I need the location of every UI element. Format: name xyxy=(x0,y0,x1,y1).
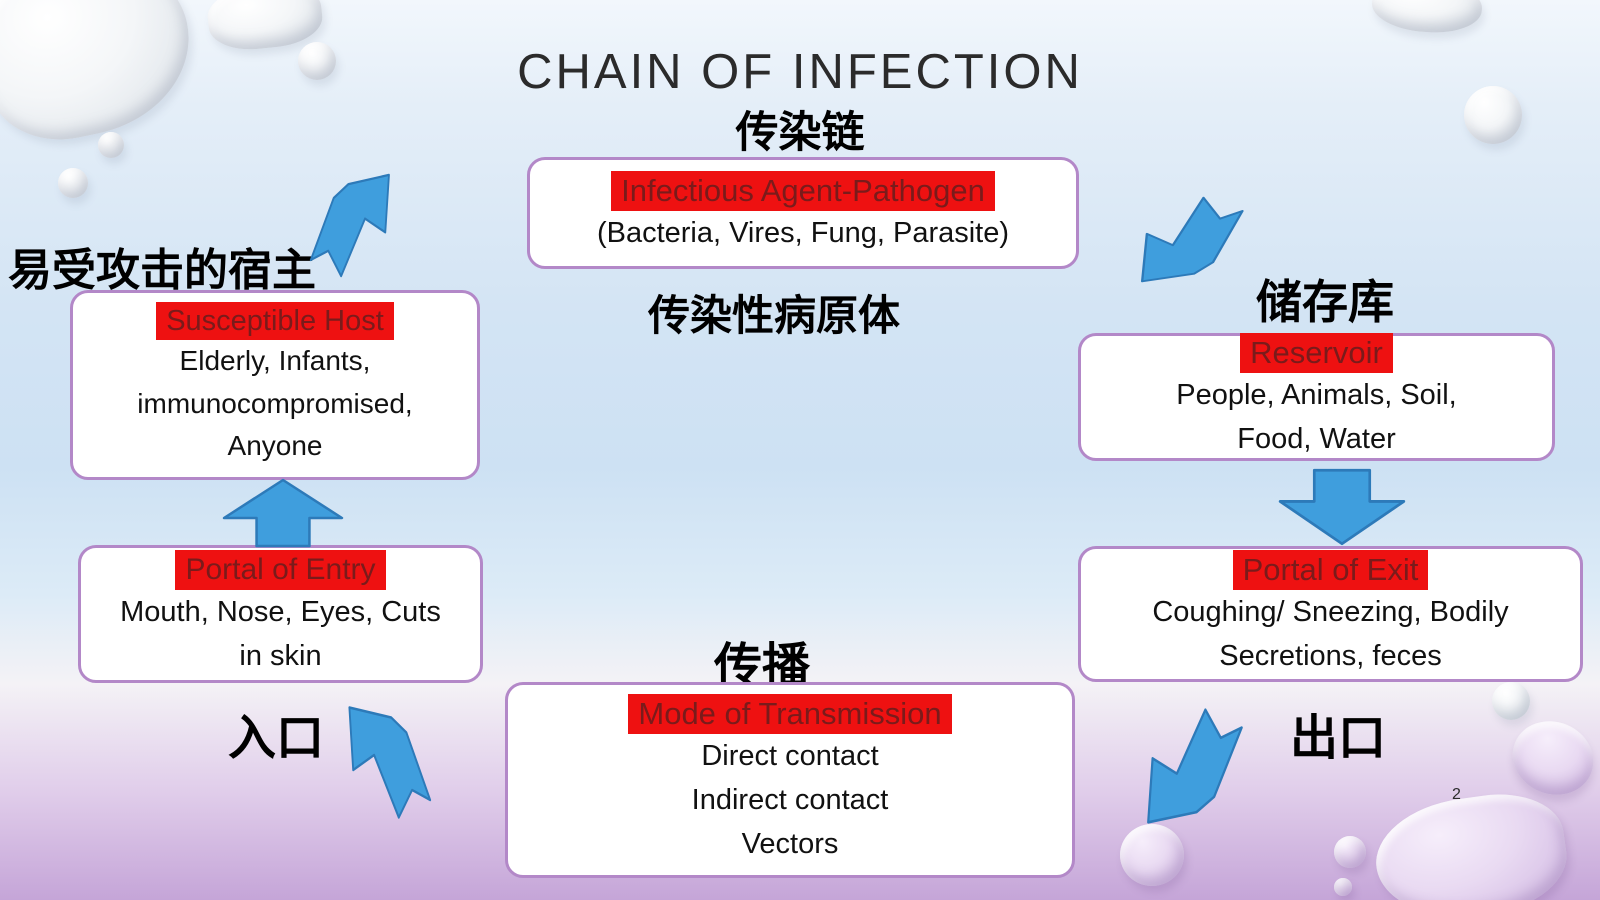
node-line: in skin xyxy=(239,639,322,672)
label-portal-of-exit-zh: 出口 xyxy=(1290,712,1387,765)
slide-title-zh: 传染链 xyxy=(735,109,865,157)
node-mode-of-transmission: Mode of Transmission Direct contact Indi… xyxy=(505,682,1075,878)
node-reservoir: Reservoir People, Animals, Soil, Food, W… xyxy=(1078,332,1555,461)
node-line: People, Animals, Soil, xyxy=(1176,379,1457,412)
node-title: Portal of Exit xyxy=(1232,549,1429,591)
arrow-transmission-to-entry-icon xyxy=(348,706,432,819)
node-line: Food, Water xyxy=(1237,423,1396,456)
water-droplet xyxy=(98,132,124,158)
label-reservoir-zh: 储存库 xyxy=(1256,276,1394,328)
water-droplet xyxy=(1370,0,1484,36)
node-line: Mouth, Nose, Eyes, Cuts xyxy=(120,595,441,628)
page-number: 2 xyxy=(1452,786,1461,803)
node-title: Mode of Transmission xyxy=(628,693,952,735)
node-title: Infectious Agent-Pathogen xyxy=(611,170,995,212)
node-line: immunocompromised, xyxy=(137,387,413,419)
label-infectious-agent-zh: 传染性病原体 xyxy=(648,292,901,339)
water-droplet xyxy=(1334,878,1352,896)
arrow-exit-to-transmission-icon xyxy=(1147,708,1243,824)
node-title: Susceptible Host xyxy=(156,302,394,341)
node-line: Coughing/ Sneezing, Bodily xyxy=(1152,596,1509,629)
slide-title: CHAIN OF INFECTION xyxy=(517,45,1083,99)
node-infectious-agent: Infectious Agent-Pathogen (Bacteria, Vir… xyxy=(527,157,1079,269)
water-droplet xyxy=(58,168,88,198)
node-line: (Bacteria, Vires, Fung, Parasite) xyxy=(596,217,1010,250)
label-portal-of-entry-zh: 入口 xyxy=(228,712,325,765)
node-line: Elderly, Infants, xyxy=(179,345,371,377)
node-line: Anyone xyxy=(227,430,323,462)
arrow-entry-to-host-icon xyxy=(222,478,344,548)
node-line: Direct contact xyxy=(701,740,879,773)
node-title: Reservoir xyxy=(1240,332,1393,374)
water-droplet xyxy=(1120,824,1184,886)
water-droplet xyxy=(298,42,336,80)
node-line: Secretions, feces xyxy=(1219,640,1442,673)
node-portal-of-entry: Portal of Entry Mouth, Nose, Eyes, Cuts … xyxy=(78,545,483,683)
node-line: Vectors xyxy=(741,828,839,861)
node-portal-of-exit: Portal of Exit Coughing/ Sneezing, Bodil… xyxy=(1078,546,1583,682)
water-droplet xyxy=(1368,785,1574,900)
label-susceptible-host-zh: 易受攻击的宿主 xyxy=(8,246,316,295)
node-susceptible-host: Susceptible Host Elderly, Infants, immun… xyxy=(70,290,480,480)
arrow-reservoir-to-exit-icon xyxy=(1278,468,1406,546)
arrow-agent-to-reservoir-icon xyxy=(1140,196,1244,283)
water-droplet xyxy=(1501,709,1600,807)
node-line: Indirect contact xyxy=(691,784,889,817)
arrow-host-to-agent-icon xyxy=(309,173,390,278)
water-droplet xyxy=(1492,682,1530,720)
water-droplet xyxy=(1464,86,1522,144)
node-title: Portal of Entry xyxy=(175,550,386,590)
water-droplet xyxy=(1334,836,1366,868)
